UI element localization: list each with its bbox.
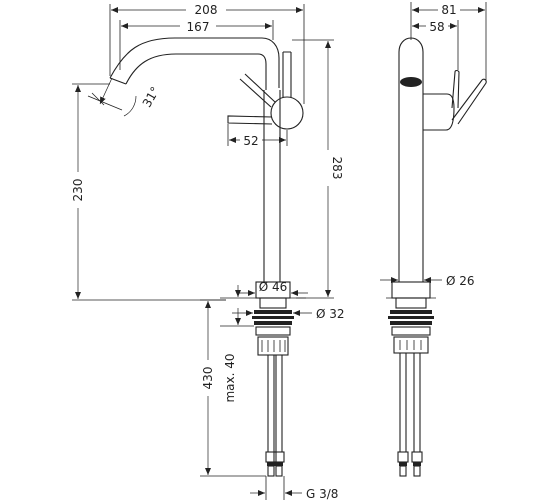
- handle-lever-diagonal: [239, 73, 276, 108]
- side-hose-fittings: [397, 451, 423, 477]
- side-lever-tilted: [451, 78, 487, 125]
- spout: [109, 37, 280, 90]
- dim-base-diameter: Ø 46: [259, 280, 288, 294]
- dim-connection: G 3/8: [306, 487, 338, 501]
- hose-fittings: [265, 451, 285, 477]
- faucet-body: [263, 90, 281, 282]
- supply-hose: [267, 355, 283, 452]
- dim-max-deck: max. 40: [223, 353, 237, 402]
- side-view: 81 58 Ø 26: [380, 2, 487, 477]
- dim-shank-diameter: Ø 32: [316, 307, 345, 321]
- dim-depth-total: 81: [441, 3, 456, 17]
- dim-spout-reach: 167: [187, 20, 210, 34]
- dim-below-deck: 430: [201, 367, 215, 390]
- handle-lever-left: [227, 115, 273, 125]
- dim-spout-height: 230: [71, 179, 85, 202]
- spout-outlet: [109, 77, 127, 85]
- side-aerator: [400, 77, 422, 87]
- dim-width-total: 208: [195, 3, 218, 17]
- front-view: 208 167 31° 52 283 230 Ø 46: [70, 2, 345, 501]
- side-shank-thread: [388, 310, 434, 354]
- side-base-ring: [391, 281, 431, 299]
- handle-lever-upright: [282, 51, 292, 98]
- shank-top: [259, 297, 287, 309]
- handle-knob: [270, 96, 304, 130]
- dim-spout-angle: 31°: [140, 84, 163, 109]
- side-body: [398, 37, 424, 282]
- dim-handle-depth: 58: [429, 20, 444, 34]
- side-supply-hose: [399, 353, 421, 452]
- dim-height-total: 283: [330, 157, 344, 180]
- dim-handle-offset: 52: [243, 134, 258, 148]
- side-handle-housing: [423, 93, 455, 131]
- shank-thread: [252, 310, 294, 356]
- side-lever-upright: [451, 69, 460, 109]
- dim-body-diameter: Ø 26: [446, 274, 475, 288]
